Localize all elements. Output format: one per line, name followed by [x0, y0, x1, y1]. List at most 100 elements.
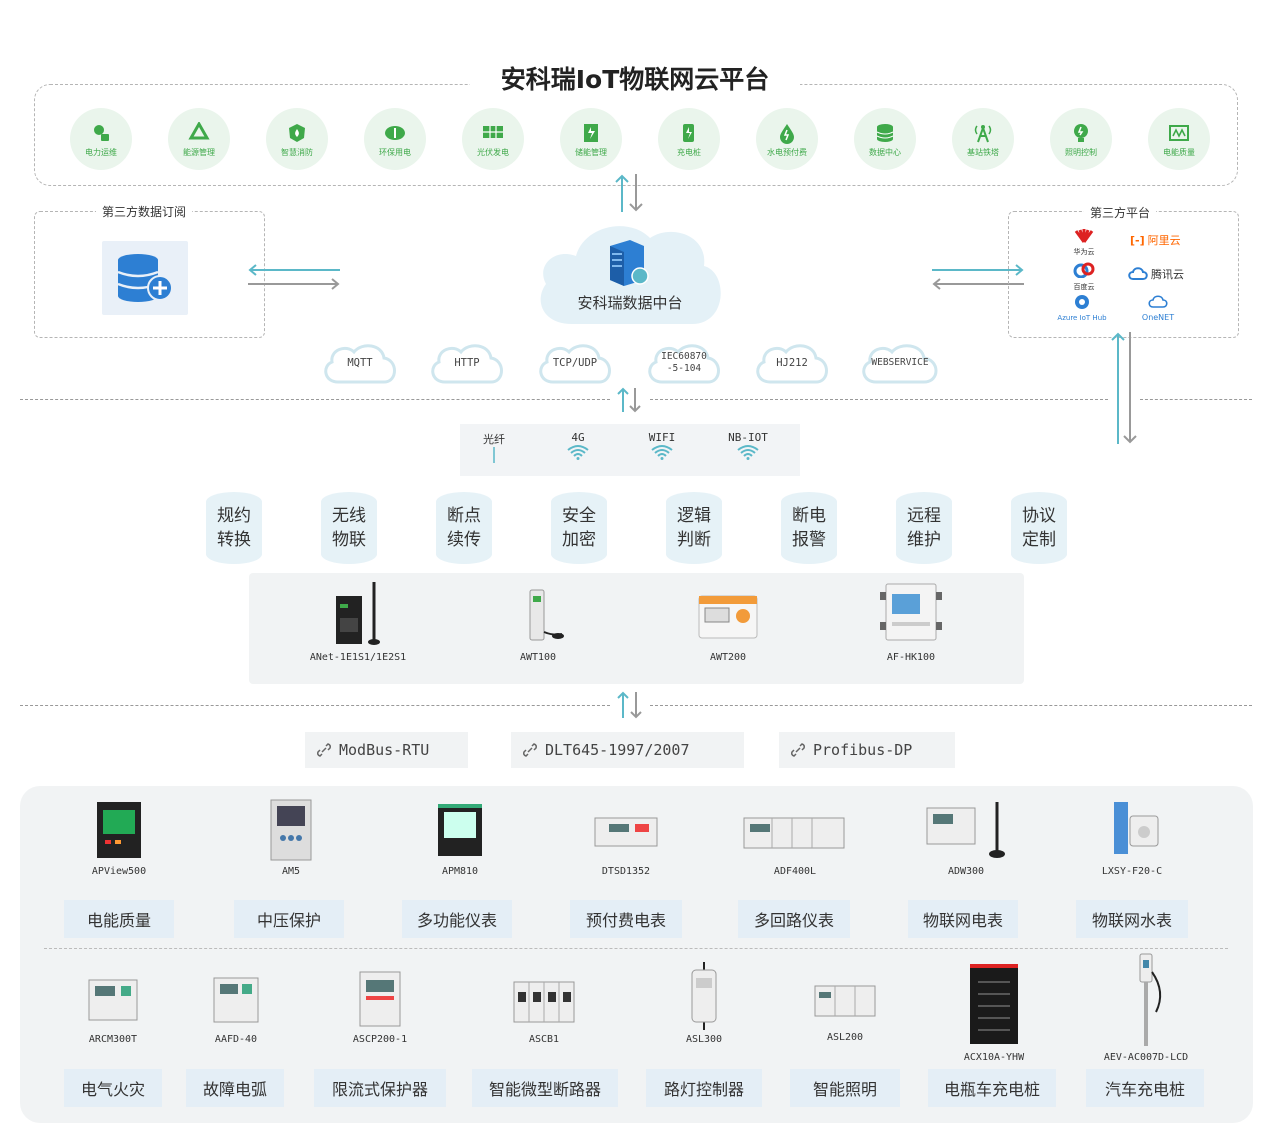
app-tower[interactable]: 基站铁塔 — [952, 108, 1014, 170]
app-lighting[interactable]: 照明控制 — [1050, 108, 1112, 170]
device-adw300[interactable]: ADW300 — [916, 798, 1016, 877]
platform-title: 安科瑞IoT物联网云平台 — [470, 62, 800, 98]
device-aev-ac007d-lcd[interactable]: AEV-AC007D-LCD — [1098, 952, 1194, 1063]
gateway-af-hk100[interactable]: AF-HK100 — [866, 578, 956, 663]
category-tag[interactable]: 智能照明 — [790, 1069, 900, 1107]
category-tag[interactable]: 电瓶车充电桩 — [928, 1069, 1056, 1107]
vendor-huawei[interactable]: 华为云 — [1064, 228, 1104, 257]
baidu-cloud-logo-icon — [1073, 262, 1095, 279]
device-adf400l[interactable]: ADF400L — [740, 808, 850, 877]
app-eco-power[interactable]: 环保用电 — [364, 108, 426, 170]
vendor-azure[interactable]: Azure IoT Hub — [1052, 294, 1112, 322]
device-model: AAFD-40 — [214, 1034, 258, 1045]
link-icon — [317, 743, 331, 757]
category-tag[interactable]: 汽车充电桩 — [1086, 1069, 1204, 1107]
updown-arrows-icon — [615, 174, 643, 212]
device-ascb1[interactable]: ASCB1 — [506, 974, 582, 1045]
app-energy-management[interactable]: 能源管理 — [168, 108, 230, 170]
vendor-onenet[interactable]: OneNET — [1136, 294, 1180, 322]
app-label: 智慧消防 — [281, 147, 313, 157]
device-arcm300t[interactable]: ARCM300T — [76, 970, 150, 1045]
app-smart-fire[interactable]: 智慧消防 — [266, 108, 328, 170]
feature-label: 逻辑 — [677, 506, 711, 526]
category-tag[interactable]: 多回路仪表 — [738, 900, 850, 938]
app-storage[interactable]: 储能管理 — [560, 108, 622, 170]
app-charger[interactable]: 充电桩 — [658, 108, 720, 170]
bus-label: ModBus-RTU — [339, 741, 430, 759]
feature-label: 协议 — [1022, 506, 1056, 526]
app-data-center[interactable]: 数据中心 — [854, 108, 916, 170]
category-tag[interactable]: 物联网水表 — [1076, 900, 1188, 938]
device-dtsd1352[interactable]: DTSD1352 — [586, 808, 666, 877]
network-fiber: 光纤 — [474, 431, 514, 466]
category-tag[interactable]: 物联网电表 — [908, 900, 1018, 938]
lighting-icon — [1068, 121, 1094, 145]
device-apm810[interactable]: APM810 — [422, 800, 498, 877]
gateway-awt200[interactable]: AWT200 — [680, 592, 776, 663]
protocol-row: MQTT HTTP TCP/UDP IEC60870 -5-104 HJ212 … — [322, 342, 938, 390]
wifi-signal-icon — [737, 445, 759, 460]
onenet-logo-icon — [1148, 295, 1168, 308]
device-model: DTSD1352 — [601, 866, 651, 877]
vendor-label: Azure IoT Hub — [1057, 314, 1107, 322]
category-tag[interactable]: 电能质量 — [64, 900, 174, 938]
device-asl300[interactable]: ASL300 — [670, 962, 738, 1045]
category-tag[interactable]: 限流式保护器 — [314, 1069, 446, 1107]
category-tag[interactable]: 预付费电表 — [570, 900, 682, 938]
feature-protocol-customization: 协议定制 — [1011, 492, 1067, 564]
gateway-anet[interactable]: ANet-1E1S1/1E2S1 — [298, 578, 418, 663]
device-acx10a-yhw[interactable]: ACX10A-YHW — [950, 962, 1038, 1063]
protocol-cloud-shape — [431, 344, 503, 384]
app-water-power-prepay[interactable]: 水电预付费 — [756, 108, 818, 170]
category-tag[interactable]: 多功能仪表 — [402, 900, 512, 938]
device-image — [970, 964, 1018, 1044]
feature-label: 转换 — [217, 530, 251, 550]
gateway-awt100[interactable]: AWT100 — [490, 584, 586, 663]
device-apview500[interactable]: APView500 — [84, 798, 154, 877]
third-party-platform-box — [1008, 211, 1239, 338]
app-row: 电力运维 能源管理 智慧消防 环保用电 光伏发电 储能管理 充电桩 水电预付费 … — [70, 108, 1210, 170]
feature-label: 加密 — [562, 530, 596, 550]
app-label: 环保用电 — [379, 147, 411, 157]
feature-label: 维护 — [907, 530, 941, 550]
device-model: ASCB1 — [528, 1034, 560, 1045]
protocol-cloud-shape — [862, 344, 938, 384]
water-power-prepay-icon — [774, 121, 800, 145]
category-tag[interactable]: 故障电弧 — [186, 1069, 284, 1107]
device-ascp200-1[interactable]: ASCP200-1 — [344, 966, 416, 1045]
app-label: 基站铁塔 — [967, 147, 999, 157]
app-label: 能源管理 — [183, 147, 215, 157]
device-image — [270, 799, 312, 861]
app-power-quality[interactable]: 电能质量 — [1148, 108, 1210, 170]
app-label: 电力运维 — [85, 147, 117, 157]
device-asl200[interactable]: ASL200 — [810, 976, 880, 1043]
app-label: 电能质量 — [1163, 147, 1195, 157]
app-power-maintenance[interactable]: 电力运维 — [70, 108, 132, 170]
device-image — [88, 979, 138, 1021]
category-tag[interactable]: 路灯控制器 — [646, 1069, 762, 1107]
vertical-arrows-right-icon — [1111, 332, 1137, 444]
feature-label: 安全 — [562, 506, 596, 526]
device-model: ADF400L — [773, 866, 817, 877]
protocol-label: MQTT — [347, 357, 373, 369]
right-bidirectional-arrows-icon — [932, 264, 1024, 290]
huawei-logo-icon — [1074, 229, 1094, 243]
feature-label: 远程 — [907, 506, 941, 526]
database-add-tile[interactable] — [102, 241, 188, 315]
feature-label: 规约 — [217, 506, 251, 526]
category-tag[interactable]: 中压保护 — [234, 900, 344, 938]
device-am5[interactable]: AM5 — [256, 798, 326, 877]
device-aafd-40[interactable]: AAFD-40 — [204, 970, 268, 1045]
vendor-baidu[interactable]: 百度云 — [1064, 262, 1104, 292]
network-nb-iot: NB-IOT — [718, 431, 778, 463]
vendor-tencent[interactable]: 腾讯云 — [1128, 266, 1184, 282]
protocol-label: HTTP — [454, 357, 480, 369]
category-tag[interactable]: 电气火灾 — [64, 1069, 162, 1107]
bus-profibus: Profibus-DP — [779, 732, 955, 768]
device-lxsy-f20-c[interactable]: LXSY-F20-C — [1090, 798, 1174, 877]
app-label: 照明控制 — [1065, 147, 1097, 157]
protocol-webservice: WEBSERVICE — [860, 342, 940, 384]
category-tag[interactable]: 智能微型断路器 — [472, 1069, 618, 1107]
app-solar[interactable]: 光伏发电 — [462, 108, 524, 170]
vendor-aliyun[interactable]: [-] 阿里云 — [1130, 232, 1181, 248]
